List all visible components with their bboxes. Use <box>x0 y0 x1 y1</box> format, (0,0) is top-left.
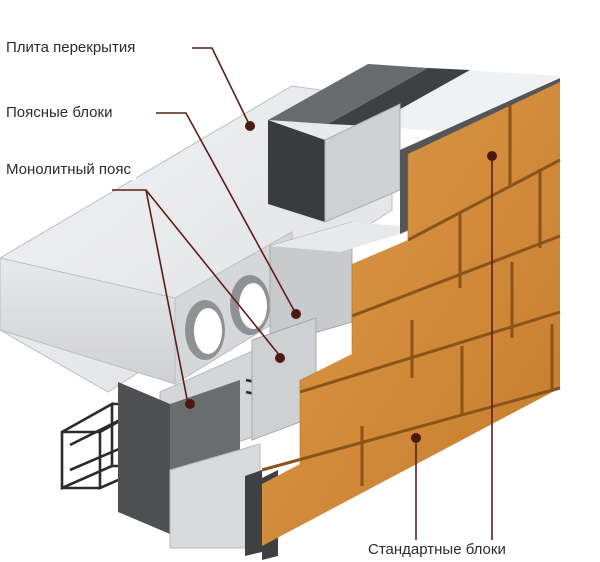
leader-dot-belt <box>291 309 301 319</box>
wall-top-row <box>268 64 560 223</box>
leader-lines <box>112 47 493 548</box>
belt-block-upper <box>269 221 420 347</box>
leader-dot-std-1 <box>487 151 497 161</box>
leader-dot-slab <box>245 121 255 131</box>
leader-slab <box>192 47 251 127</box>
slab-hollow-core-2 <box>230 275 270 335</box>
brick-cladding <box>261 78 561 560</box>
label-monolithic-belt: Монолитный пояс <box>6 160 136 180</box>
leader-dot-mono-1 <box>275 353 285 363</box>
label-standard-blocks: Стандартные блоки <box>368 540 506 560</box>
label-floor-slab: Плита перекрытия <box>6 38 136 58</box>
leader-belt <box>156 112 297 315</box>
slab-hollow-core-1 <box>185 300 225 360</box>
leader-dot-mono-2 <box>185 399 195 409</box>
label-belt-blocks: Поясные блоки <box>6 103 113 123</box>
leader-dot-std-2 <box>411 433 421 443</box>
inner-block-lower <box>118 380 262 556</box>
leader-mono-bottom <box>145 189 189 405</box>
leader-dots <box>185 121 497 443</box>
